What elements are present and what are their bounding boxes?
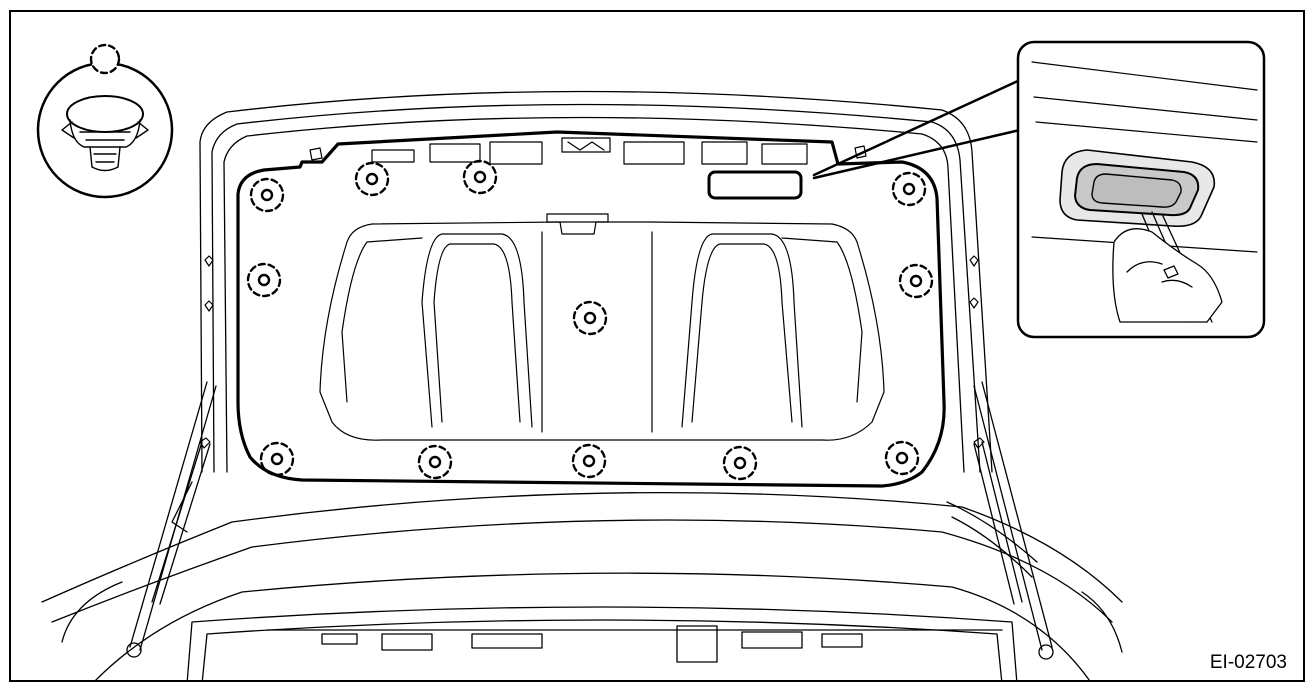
diagram-frame: EI-02703 bbox=[9, 10, 1305, 682]
clip-marker bbox=[249, 177, 285, 213]
clip-marker bbox=[417, 444, 453, 480]
figure-id-label: EI-02703 bbox=[1207, 652, 1289, 674]
handle-recess bbox=[707, 170, 803, 200]
trunk-lid-outline bbox=[199, 90, 993, 473]
trunk-body bbox=[41, 491, 1123, 680]
clip-marker bbox=[722, 445, 758, 481]
callout-pointer bbox=[812, 78, 1022, 180]
clip-marker bbox=[571, 443, 607, 479]
side-tabs bbox=[199, 145, 985, 449]
trim-panel-outline bbox=[236, 130, 946, 488]
left-gas-strut bbox=[126, 381, 217, 658]
clip-marker bbox=[462, 159, 498, 195]
clip-marker bbox=[884, 440, 920, 476]
clip-callout bbox=[36, 43, 174, 199]
clip-marker bbox=[572, 300, 608, 336]
clip-marker bbox=[354, 161, 390, 197]
clip-marker bbox=[259, 441, 295, 477]
clip-marker bbox=[246, 262, 282, 298]
top-clip-row bbox=[371, 137, 808, 165]
trunk-lid-trim-diagram bbox=[36, 40, 1266, 680]
inner-panel-contours bbox=[319, 213, 885, 441]
right-gas-strut bbox=[946, 381, 1054, 660]
clip-marker bbox=[898, 263, 934, 299]
clip-retainer-icon bbox=[61, 95, 149, 172]
trim-removal-detail bbox=[1016, 40, 1266, 339]
clip-markers bbox=[246, 159, 934, 481]
clip-marker bbox=[891, 171, 927, 207]
